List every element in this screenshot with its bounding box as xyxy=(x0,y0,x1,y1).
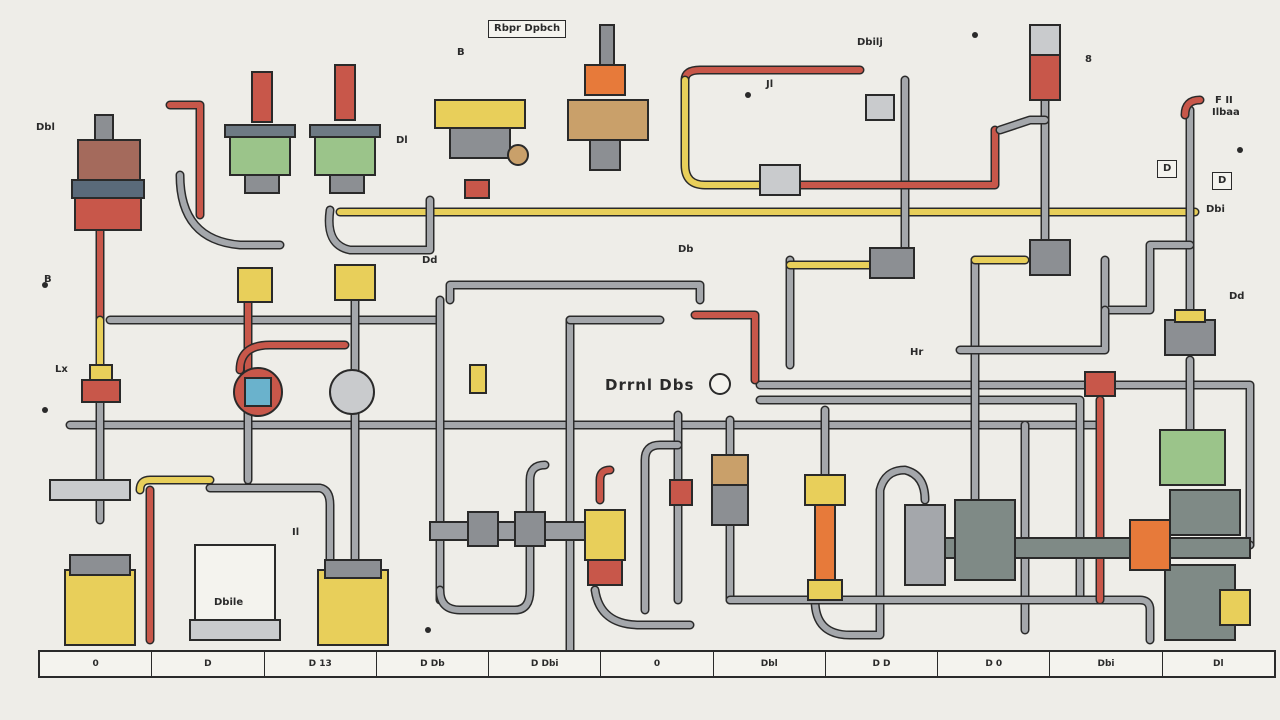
title-block-cell: 0 xyxy=(40,652,153,676)
title-block-cell: D xyxy=(152,652,265,676)
title-block-cell: D 0 xyxy=(938,652,1051,676)
small-label-a: Jl xyxy=(766,79,774,90)
mid-valve-assemblies xyxy=(233,94,1071,601)
small-label-b: Dl xyxy=(396,135,408,146)
bend-pipes xyxy=(135,65,1205,645)
right-mid-label-a: D xyxy=(1157,160,1178,178)
title-block-cell: D D xyxy=(826,652,939,676)
title-block-cell: Dbi xyxy=(1050,652,1163,676)
top-mid-label: Dbilj xyxy=(857,37,883,48)
title-block-cell: D Db xyxy=(377,652,490,676)
top-box-label: Rbpr Dpbch xyxy=(488,20,567,38)
left-tank-unit xyxy=(49,114,145,501)
lower-manifold xyxy=(429,521,1251,559)
title-block-cell: D Dbi xyxy=(489,652,602,676)
title-block-strip: 0 D D 13 D Db D Dbi 0 Dbl D D D 0 Dbi Dl xyxy=(38,650,1276,678)
center-side-label: Hr xyxy=(910,347,924,358)
right-top-label-b: Ilbaa xyxy=(1212,107,1240,118)
top-right-label: 8 xyxy=(1085,54,1092,65)
small-label-f: Il xyxy=(292,527,300,538)
title-block-cell: 0 xyxy=(601,652,714,676)
title-block-cell: Dl xyxy=(1213,659,1224,669)
top-valve-assemblies xyxy=(224,24,1216,356)
lower-left-units xyxy=(64,544,389,646)
left-side-label: B xyxy=(44,274,52,285)
cabinet-label: Dbile xyxy=(214,597,244,608)
indicator-dots xyxy=(42,32,1243,633)
title-block-cell: Dbl xyxy=(714,652,826,676)
right-lower-label-a: Dbi xyxy=(1206,204,1225,215)
center-title-label: Drrnl Dbs xyxy=(605,376,695,394)
small-label-d: B xyxy=(457,47,465,58)
right-mid-label-b: D xyxy=(1212,172,1233,190)
right-pump-units xyxy=(904,371,1251,641)
title-block-cell: D 13 xyxy=(265,652,377,676)
left-mid-label: Lx xyxy=(55,364,68,375)
left-top-label: Dbl xyxy=(36,122,55,133)
right-top-label-a: F II xyxy=(1215,95,1233,106)
small-label-e: Db xyxy=(678,244,694,255)
small-label-c: Dd xyxy=(422,255,438,266)
right-lower-label-b: Dd xyxy=(1229,291,1245,302)
